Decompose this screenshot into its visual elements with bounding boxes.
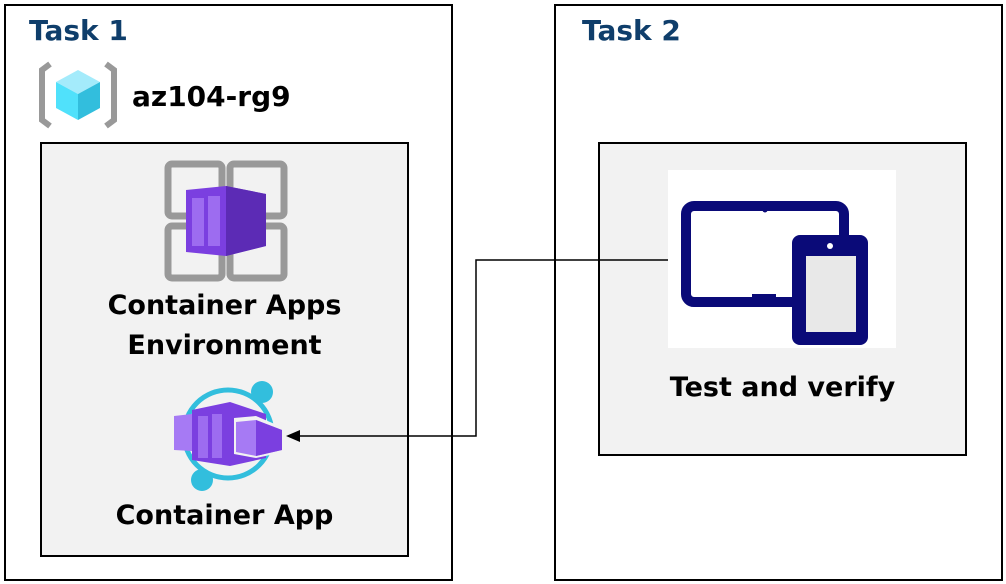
container-app-icon	[174, 381, 284, 491]
task2-title: Task 2	[582, 14, 681, 47]
task1-title: Task 1	[29, 14, 128, 47]
test-verify-label: Test and verify	[669, 372, 896, 403]
container-app-label: Container App	[115, 500, 334, 531]
environment-label: Container Apps Environment	[40, 286, 409, 366]
environment-label-line2: Environment	[127, 330, 322, 361]
devices-icon	[668, 170, 896, 348]
environment-label-line1: Container Apps	[107, 290, 342, 321]
resource-group-icon	[39, 61, 117, 129]
resource-group-name: az104-rg9	[132, 80, 291, 113]
container-apps-environment-icon	[164, 160, 288, 282]
